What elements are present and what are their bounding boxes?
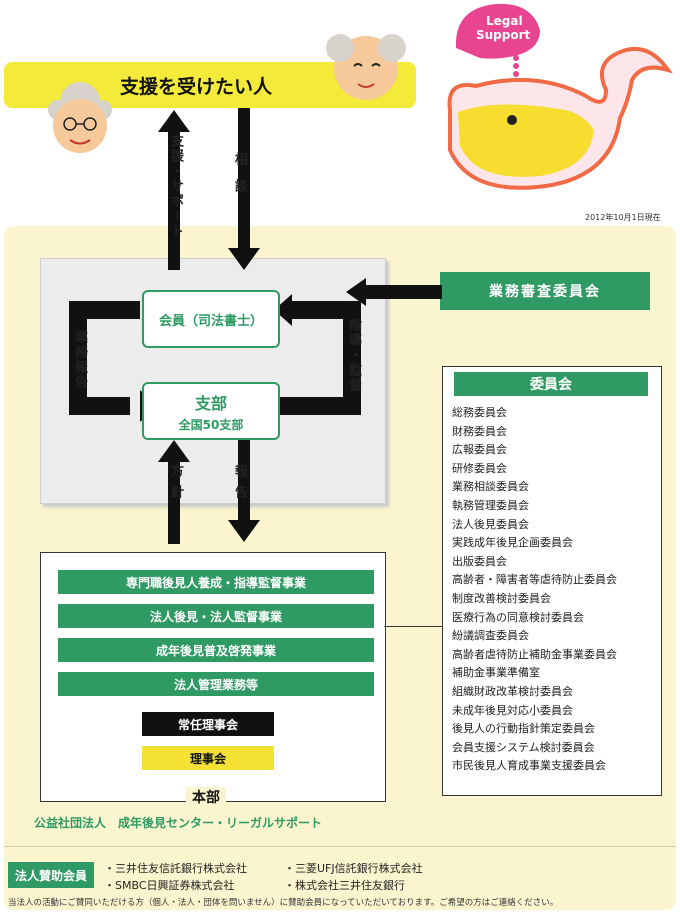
policy-label: 方針 bbox=[168, 464, 183, 506]
elderly-man-icon bbox=[326, 34, 406, 100]
committee-panel bbox=[442, 366, 662, 796]
org-name: 公益社団法人 成年後見センター・リーガルサポート bbox=[34, 816, 323, 830]
committee-item: 未成年後見対応小委員会 bbox=[452, 703, 573, 717]
committee-item: 医療行為の同意検討委員会 bbox=[452, 610, 584, 624]
committee-item: 後見人の行動指針策定委員会 bbox=[452, 722, 595, 736]
committee-item: 実践成年後見企画委員会 bbox=[452, 536, 573, 550]
project-item: 専門職後見人養成・指導監督事業 bbox=[58, 570, 374, 594]
connector-line bbox=[384, 626, 442, 627]
consult-arrow-icon bbox=[228, 108, 260, 270]
sponsor-divider bbox=[4, 846, 676, 847]
committee-item: 組織財政改革検討委員会 bbox=[452, 684, 573, 698]
sponsor-note: 当法人の活動にご賛同いただける方（個人・法人・団体を問いません）に賛助会員になっ… bbox=[8, 898, 559, 908]
board-box: 理事会 bbox=[142, 746, 274, 770]
committee-item: 市民後見人育成事業支援委員会 bbox=[452, 759, 606, 773]
support-arrow-icon bbox=[158, 110, 190, 270]
bubble-text-2: Support bbox=[476, 28, 531, 42]
policy-arrow-icon bbox=[158, 440, 190, 544]
consult-label: 相談 bbox=[232, 152, 247, 206]
committee-item: 出版委員会 bbox=[452, 554, 507, 568]
committee-list: 総務委員会 財務委員会 広報委員会 研修委員会 業務相談委員会 執務管理委員会 … bbox=[452, 404, 658, 776]
committee-item: 会員支援システム検討委員会 bbox=[452, 740, 595, 754]
member-box: 会員（司法書士） bbox=[142, 290, 280, 348]
elderly-woman-icon bbox=[48, 82, 112, 153]
committee-item: 高齢者虐待防止補助金事業委員会 bbox=[452, 647, 617, 661]
sponsor-left-1: ・三井住友信託銀行株式会社 bbox=[104, 862, 247, 875]
committee-item: 法人後見委員会 bbox=[452, 517, 529, 531]
committee-item: 研修委員会 bbox=[452, 461, 507, 475]
report-arrow-icon bbox=[228, 440, 260, 542]
sponsor-label: 法人賛助会員 bbox=[8, 862, 94, 888]
standing-board-box: 常任理事会 bbox=[142, 712, 274, 736]
committee-item: 高齢者・障害者等虐待防止委員会 bbox=[452, 573, 617, 587]
committee-item: 財務委員会 bbox=[452, 424, 507, 438]
date-note: 2012年10月1日現在 bbox=[585, 213, 661, 222]
committee-title: 委員会 bbox=[454, 372, 648, 396]
sponsor-left-2: ・SMBC日興証券株式会社 bbox=[104, 879, 235, 892]
project-item: 法人後見・法人監督事業 bbox=[58, 604, 374, 628]
support-label: 支援・サポート bbox=[168, 134, 183, 239]
guidance-label: 指導・監督 bbox=[346, 318, 361, 393]
whale-mascot-icon bbox=[447, 3, 673, 190]
business-report-label: 業務報告 bbox=[72, 330, 87, 390]
bubble-text-1: Legal bbox=[486, 14, 523, 28]
sponsor-right-1: ・三菱UFJ信託銀行株式会社 bbox=[284, 862, 423, 875]
sponsor-right-2: ・株式会社三井住友銀行 bbox=[284, 879, 405, 892]
review-label: 業務審査 bbox=[370, 286, 427, 300]
hq-label: 本部 bbox=[186, 787, 226, 807]
report-label: 報告 bbox=[232, 464, 247, 506]
page-title: 支援を受けたい人 bbox=[120, 76, 273, 98]
committee-item: 制度改善検討委員会 bbox=[452, 591, 551, 605]
project-item: 法人管理業務等 bbox=[58, 672, 374, 696]
review-arrow-icon bbox=[346, 278, 442, 306]
branch-sub: 全国50支部 bbox=[178, 418, 244, 432]
committee-item: 補助金事業準備室 bbox=[452, 666, 540, 680]
committee-item: 執務管理委員会 bbox=[452, 498, 529, 512]
branch-title: 支部 bbox=[194, 394, 227, 413]
committee-item: 総務委員会 bbox=[452, 406, 507, 419]
committee-item: 広報委員会 bbox=[452, 443, 507, 457]
committee-item: 業務相談委員会 bbox=[452, 480, 529, 494]
committee-item: 紛議調査委員会 bbox=[452, 629, 529, 643]
project-item: 成年後見普及啓発事業 bbox=[58, 638, 374, 662]
review-committee-box: 業務審査委員会 bbox=[440, 272, 650, 310]
branch-box: 支部 全国50支部 bbox=[142, 382, 280, 440]
